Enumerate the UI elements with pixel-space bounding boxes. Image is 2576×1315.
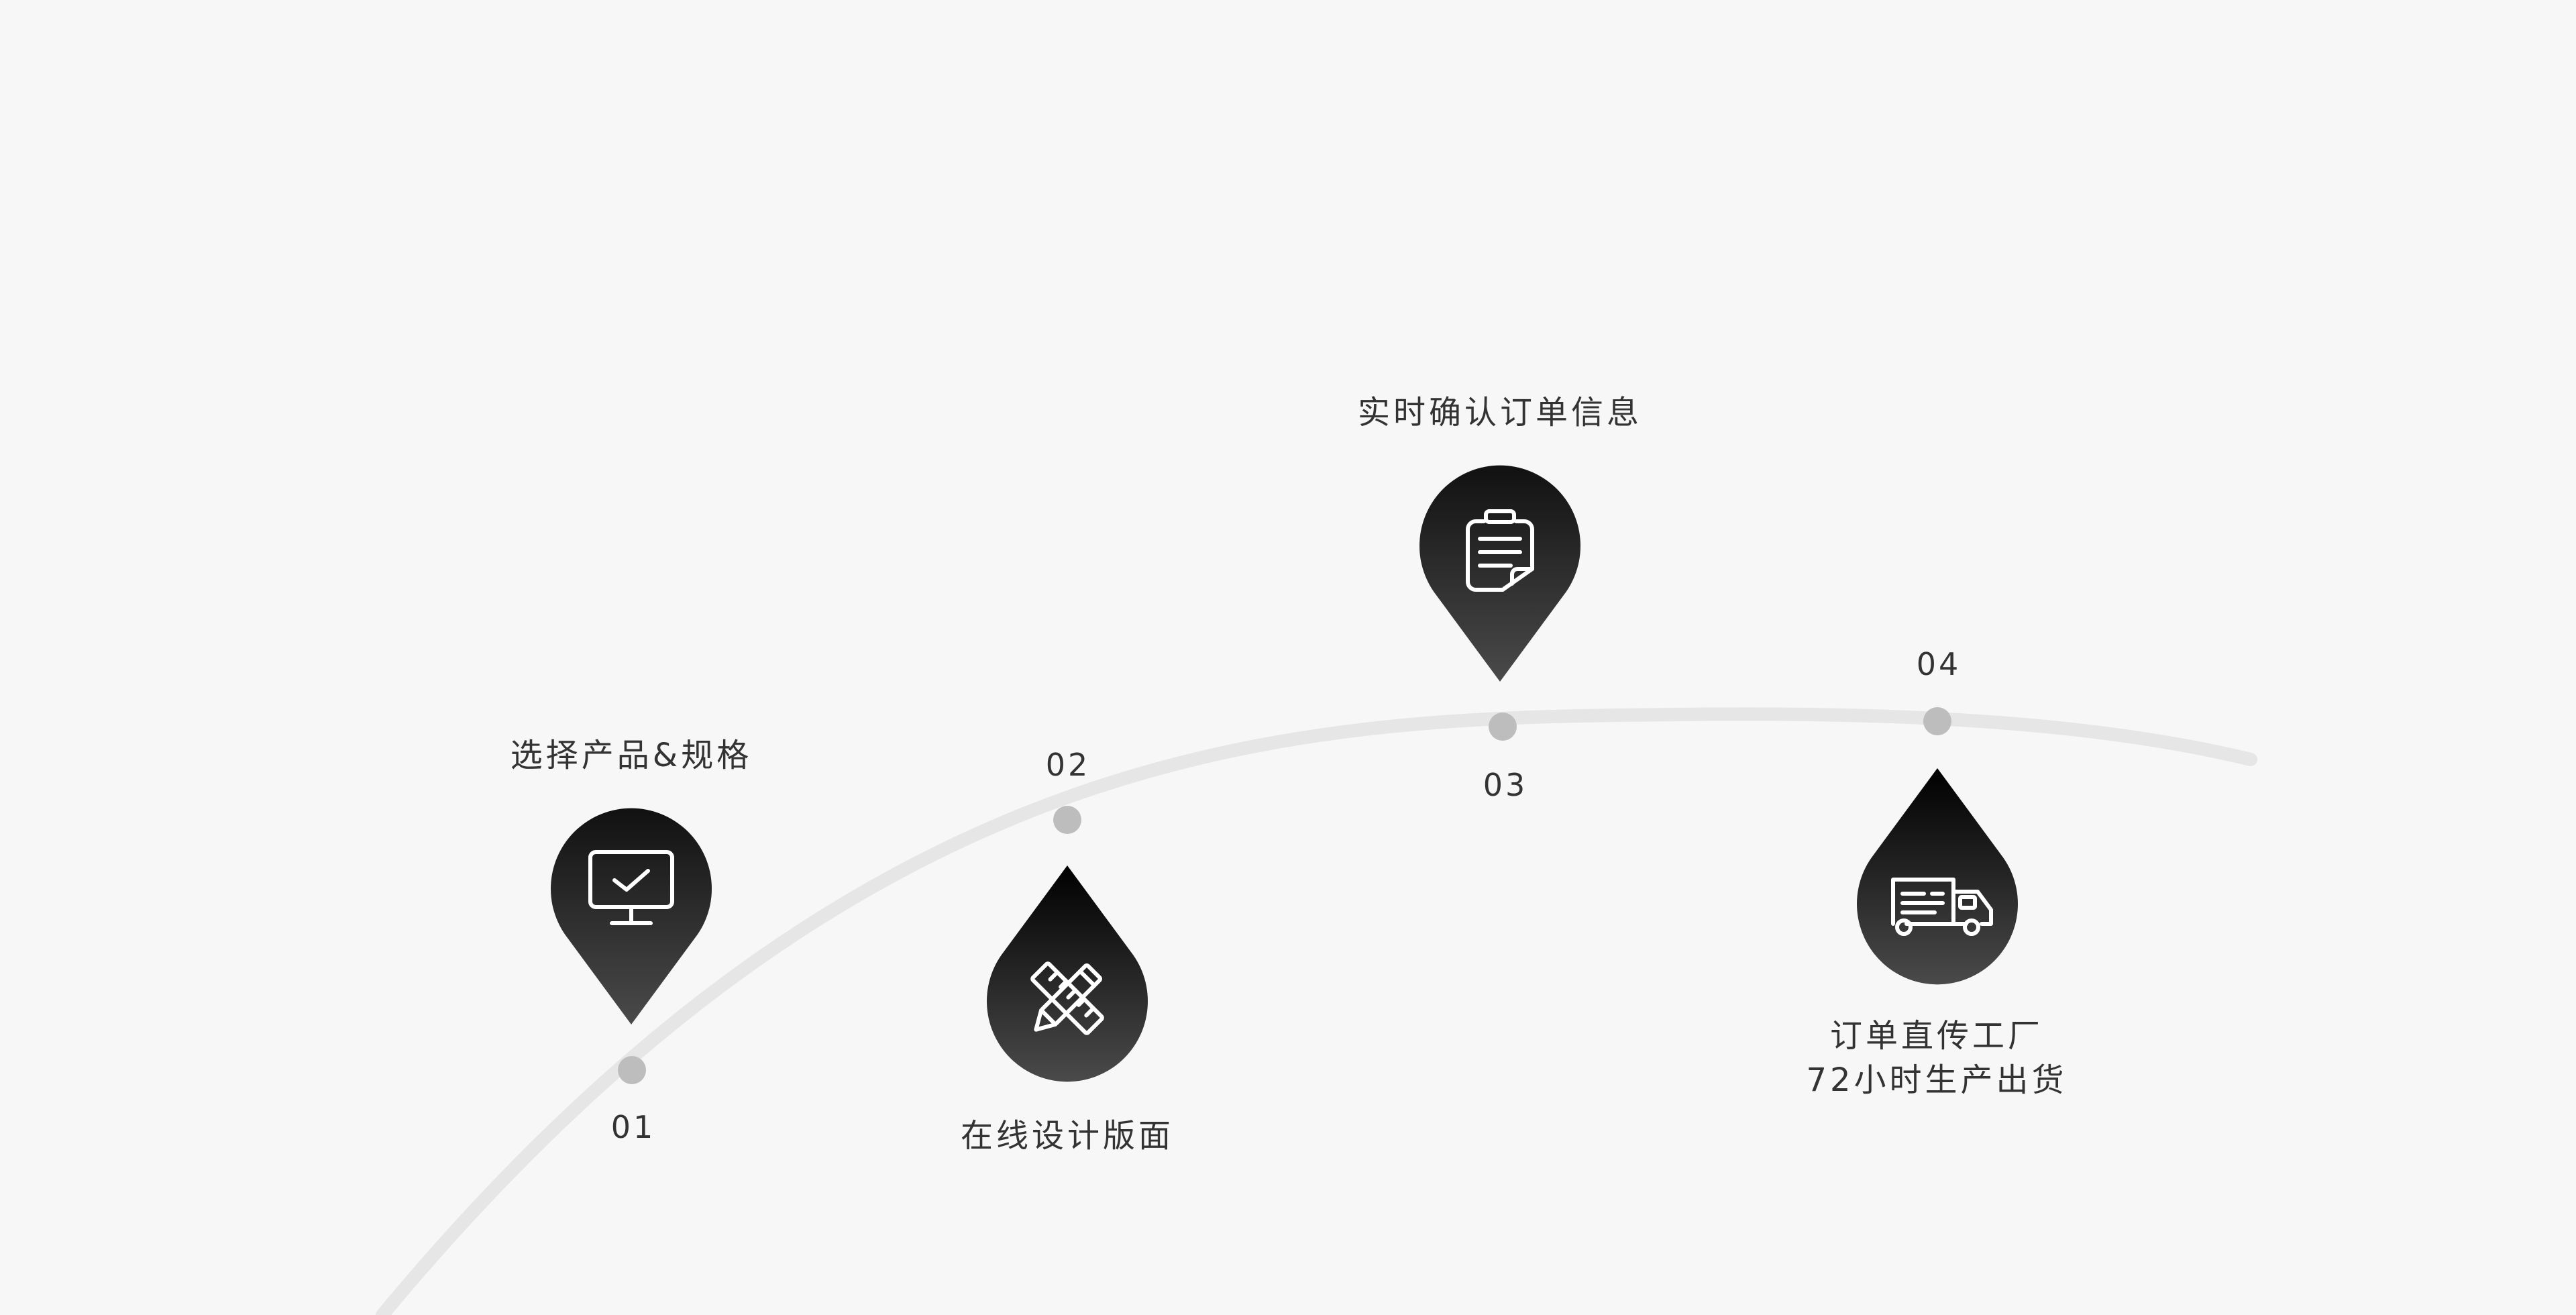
step-label-04-line-2: 72小时生产出货 — [1806, 1061, 2068, 1099]
timeline-dot-01 — [618, 1056, 646, 1084]
step-pin-01 — [551, 808, 712, 1024]
timeline-dot-03 — [1489, 713, 1517, 741]
timeline-curve — [376, 707, 2257, 1315]
timeline-dot-04 — [1923, 707, 1951, 735]
step-label-01: 选择产品&规格 — [510, 737, 753, 774]
delivery-truck-icon — [1891, 878, 1993, 936]
step-pin-04 — [1857, 768, 2019, 985]
step-pin-02 — [987, 865, 1148, 1082]
step-number-01: 01 — [610, 1109, 656, 1145]
step-label-03: 实时确认订单信息 — [1357, 394, 1643, 431]
step-number-02: 02 — [1045, 747, 1091, 783]
step-number-03: 03 — [1483, 767, 1528, 803]
timeline-dot-02 — [1053, 806, 1081, 834]
step-pin-03 — [1419, 465, 1581, 682]
clipboard-icon — [1466, 509, 1534, 592]
ruler-pencil-icon — [1030, 961, 1104, 1035]
step-label-04-line-1: 订单直传工厂 — [1829, 1017, 2043, 1055]
step-label-04: 订单直传工厂 72小时生产出货 — [1806, 1014, 2067, 1102]
monitor-check-icon — [588, 850, 674, 925]
step-label-02: 在线设计版面 — [960, 1117, 1175, 1155]
step-number-04: 04 — [1916, 646, 1962, 682]
